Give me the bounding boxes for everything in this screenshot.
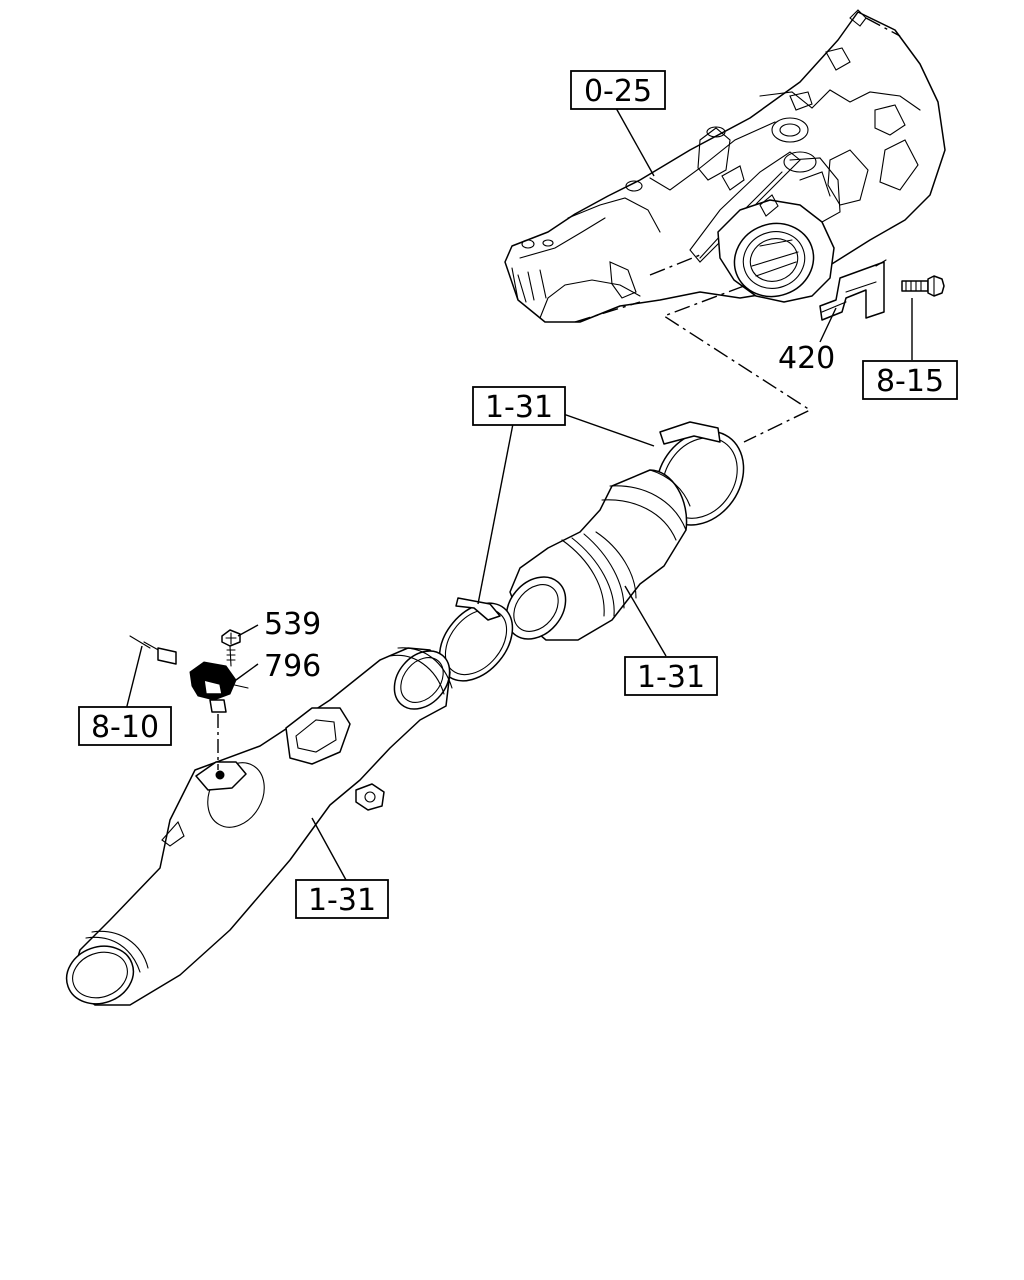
ref-box-8-15[interactable]: 8-15 [862, 360, 958, 400]
part-number-539: 539 [264, 607, 321, 642]
upper-hose-clamp [655, 421, 745, 526]
bracket-420 [819, 259, 887, 321]
ref-box-1-31-middle[interactable]: 1-31 [624, 656, 718, 696]
ref-box-8-10[interactable]: 8-10 [78, 706, 172, 746]
ref-label-8-10: 8-10 [91, 710, 159, 745]
sensor-796 [189, 661, 249, 713]
intake-manifold [504, 9, 946, 323]
bolt-icon [901, 275, 945, 297]
assembly-line-manifold-hose [662, 285, 812, 443]
connector-icon [129, 635, 177, 665]
ref-label-1-31-upper: 1-31 [485, 390, 553, 425]
part-number-796: 796 [264, 649, 321, 684]
ref-label-1-31-lower: 1-31 [308, 883, 376, 918]
ref-label-8-15: 8-15 [876, 364, 944, 399]
ref-box-1-31-lower[interactable]: 1-31 [295, 879, 389, 919]
throttle-body [717, 157, 841, 303]
ref-box-0-25[interactable]: 0-25 [570, 70, 666, 110]
rubber-hose [505, 469, 691, 641]
ref-box-1-31-upper[interactable]: 1-31 [472, 386, 566, 426]
intake-pipe [65, 647, 453, 1006]
part-number-420: 420 [778, 341, 835, 376]
ref-label-1-31-middle: 1-31 [637, 660, 705, 695]
ref-label-0-25: 0-25 [584, 74, 652, 109]
screw-539 [221, 629, 241, 667]
